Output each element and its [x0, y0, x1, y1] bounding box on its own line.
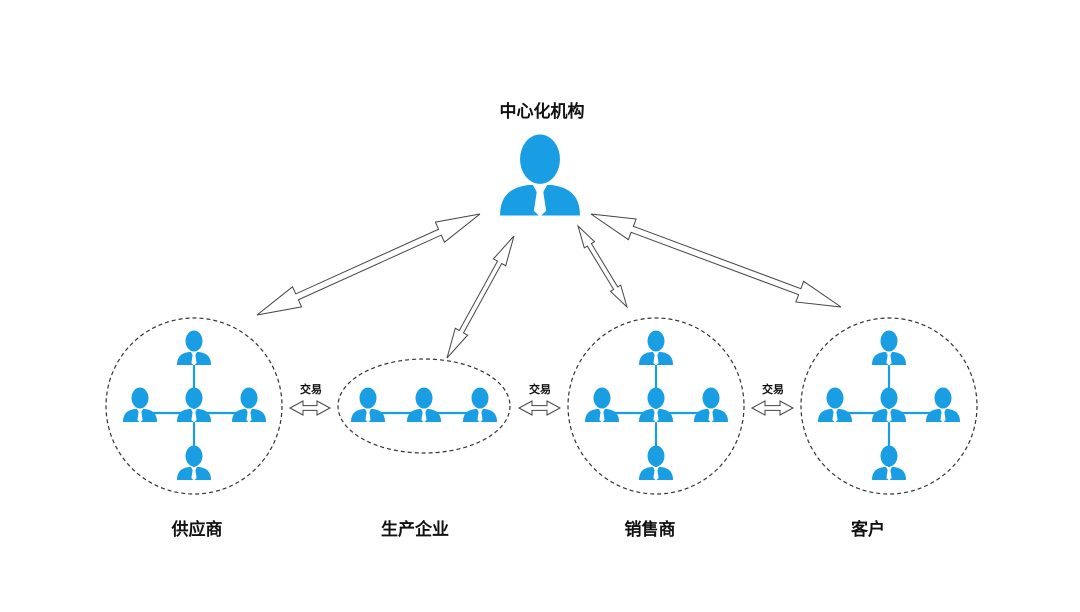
trade-arrow — [750, 400, 795, 416]
person-icon — [872, 387, 906, 423]
person-icon — [463, 387, 497, 423]
trade-arrow — [288, 400, 332, 416]
group-boundary-customer — [800, 317, 978, 495]
group-boundary-supplier — [105, 317, 283, 495]
group-boundary-producer — [337, 358, 511, 454]
group-label-seller: 销售商 — [624, 520, 676, 540]
person-icon — [639, 387, 673, 423]
trade-label: 交易 — [300, 383, 322, 396]
person-icon — [694, 387, 728, 423]
person-icon — [407, 387, 441, 423]
person-icon — [123, 387, 157, 423]
center-customer-arrow — [590, 213, 842, 308]
center-supplier-arrow — [256, 213, 481, 316]
group-label-customer: 客户 — [851, 520, 885, 540]
person-icon — [177, 330, 211, 366]
person-icon — [926, 387, 960, 423]
person-icon — [351, 387, 385, 423]
person-icon — [585, 387, 619, 423]
person-icon — [177, 387, 211, 423]
trade-arrow — [517, 400, 562, 416]
center-seller-arrow — [577, 224, 628, 309]
person-icon — [872, 445, 906, 481]
person-icon — [639, 330, 673, 366]
group-label-supplier: 供应商 — [171, 520, 223, 540]
center-label: 中心化机构 — [499, 102, 585, 122]
person-icon — [872, 330, 906, 366]
trade-label: 交易 — [529, 383, 551, 396]
person-icon — [639, 445, 673, 481]
person-icon — [177, 445, 211, 481]
center-producer-arrow — [446, 235, 515, 359]
trade-label: 交易 — [762, 383, 784, 396]
person-icon-central — [500, 134, 580, 217]
group-boundary-seller — [567, 317, 745, 495]
person-icon — [818, 387, 852, 423]
person-icon — [232, 387, 266, 423]
group-label-producer: 生产企业 — [381, 520, 449, 540]
